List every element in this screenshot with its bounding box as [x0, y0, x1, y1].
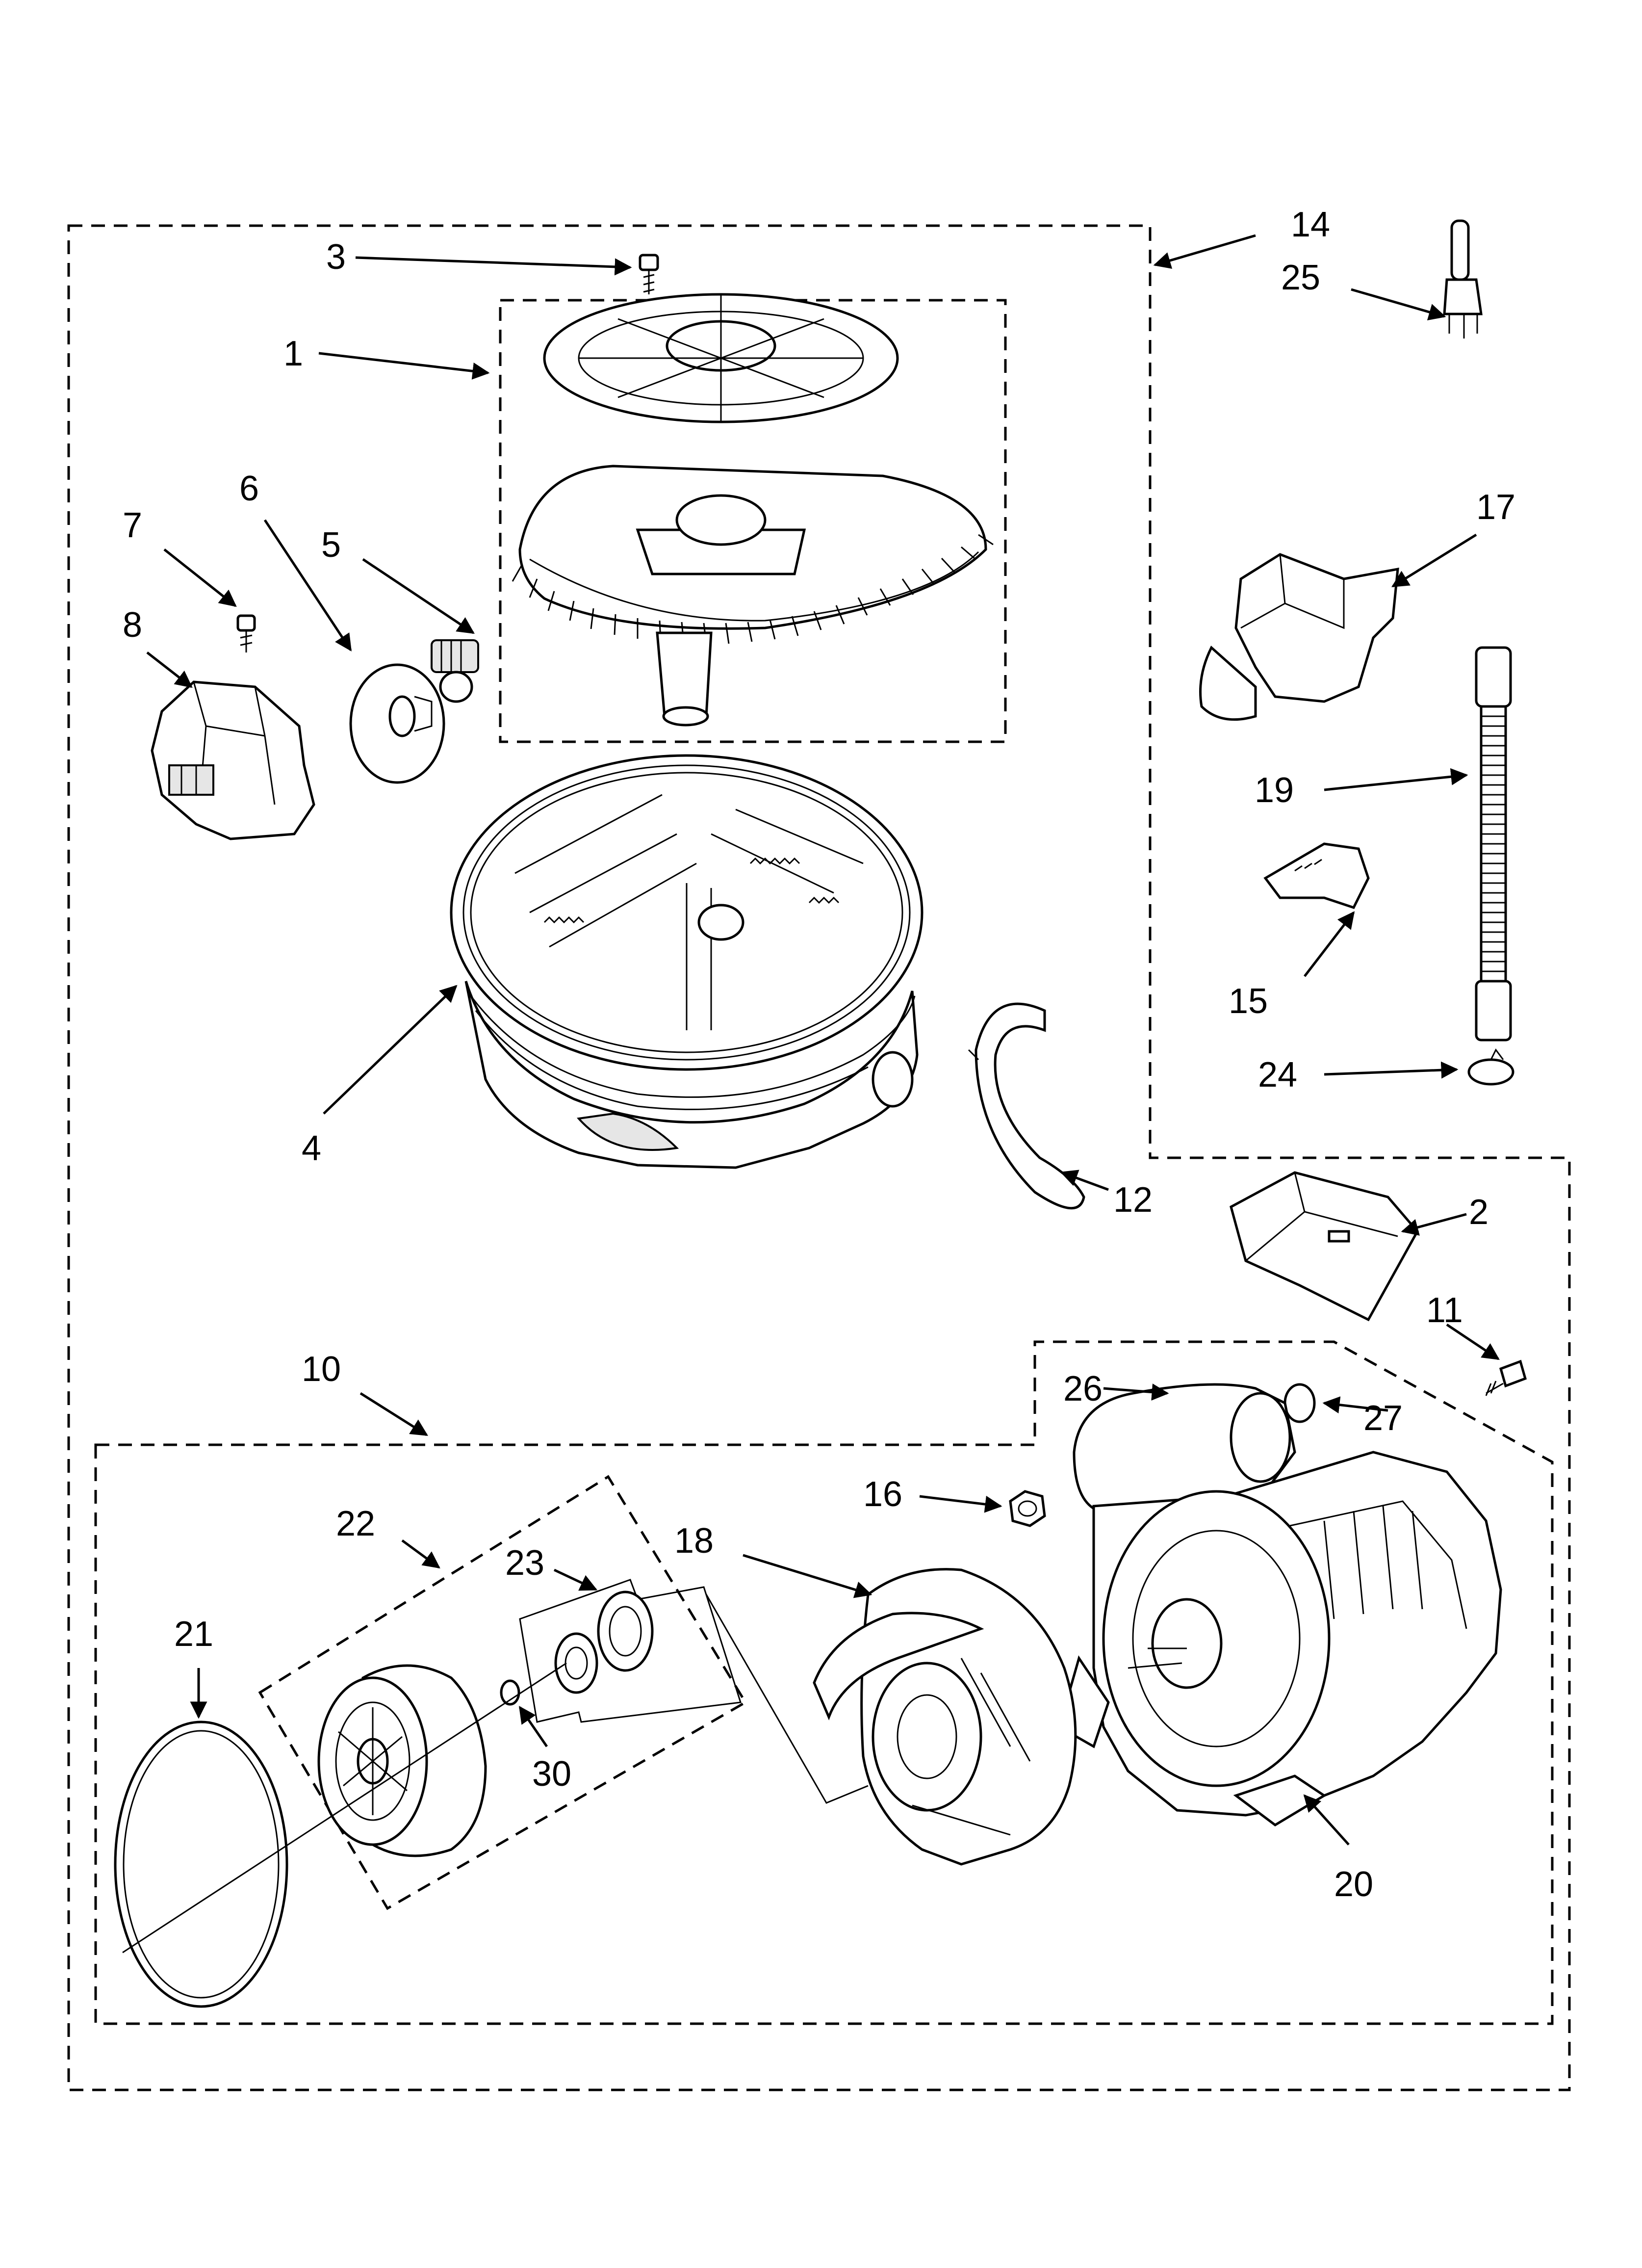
- label-30: 30: [532, 1754, 571, 1794]
- screw-part-3: [639, 254, 659, 294]
- outline-seal-23: [519, 1579, 742, 1723]
- label-16: 16: [863, 1475, 902, 1514]
- label-2: 2: [1469, 1193, 1488, 1232]
- hose-part-19: [1475, 646, 1512, 1042]
- filter-assembly-part-1: [512, 293, 994, 727]
- label-11: 11: [1426, 1291, 1463, 1330]
- label-18: 18: [674, 1521, 714, 1561]
- diverter-housing-part-8: [151, 680, 315, 840]
- filter-teeth: [512, 534, 994, 644]
- motor-part-20: [1058, 1383, 1502, 1827]
- diverter-disc-part-6: [349, 663, 445, 784]
- bracket-part-17: [1199, 553, 1399, 721]
- label-10: 10: [302, 1350, 341, 1389]
- nut-part-16: [1009, 1490, 1046, 1527]
- cover-part-2: [1230, 1171, 1419, 1322]
- label-4: 4: [302, 1129, 321, 1168]
- label-27: 27: [1363, 1399, 1403, 1438]
- washer-part-30: [500, 1679, 520, 1706]
- clamp-part-24: [1467, 1048, 1514, 1086]
- label-15: 15: [1229, 982, 1268, 1021]
- outline-pump-10: [94, 1340, 1554, 2025]
- label-1: 1: [283, 334, 303, 373]
- label-14: 14: [1291, 205, 1330, 244]
- sensor-part-25: [1443, 219, 1483, 339]
- label-7: 7: [123, 506, 142, 545]
- seal-part-23: [554, 1590, 654, 1694]
- screw-part-11: [1485, 1359, 1527, 1396]
- ring-part-12: [968, 1002, 1085, 1210]
- label-26: 26: [1063, 1369, 1103, 1408]
- label-20: 20: [1334, 1865, 1373, 1904]
- label-12: 12: [1113, 1180, 1153, 1220]
- screw-part-7: [236, 614, 256, 652]
- label-25: 25: [1281, 258, 1320, 297]
- label-19: 19: [1255, 771, 1294, 810]
- outline-link-18: [705, 1594, 869, 1804]
- clip-part-15: [1263, 842, 1370, 910]
- label-23: 23: [505, 1543, 544, 1583]
- pump-housing-part-18: [813, 1568, 1077, 1866]
- leader-lines: [122, 234, 1500, 1954]
- label-8: 8: [123, 605, 142, 645]
- outline-impeller-22: [258, 1475, 747, 1910]
- label-3: 3: [326, 237, 346, 277]
- impeller-part-22: [317, 1664, 487, 1857]
- washer-part-27: [1283, 1383, 1316, 1423]
- label-17: 17: [1476, 488, 1515, 527]
- part-labels: 3 1 14 25 6 7 5 8 17 19 15 24 4 12 2 11 …: [123, 205, 1515, 1904]
- knob-part-5: [431, 639, 479, 703]
- label-24: 24: [1258, 1055, 1297, 1095]
- label-21: 21: [174, 1615, 213, 1654]
- gasket-part-21: [114, 1721, 288, 2008]
- parts: [114, 219, 1527, 2008]
- label-6: 6: [239, 469, 259, 508]
- sump-part-4: [450, 754, 924, 1169]
- label-5: 5: [321, 525, 341, 565]
- label-22: 22: [336, 1504, 375, 1543]
